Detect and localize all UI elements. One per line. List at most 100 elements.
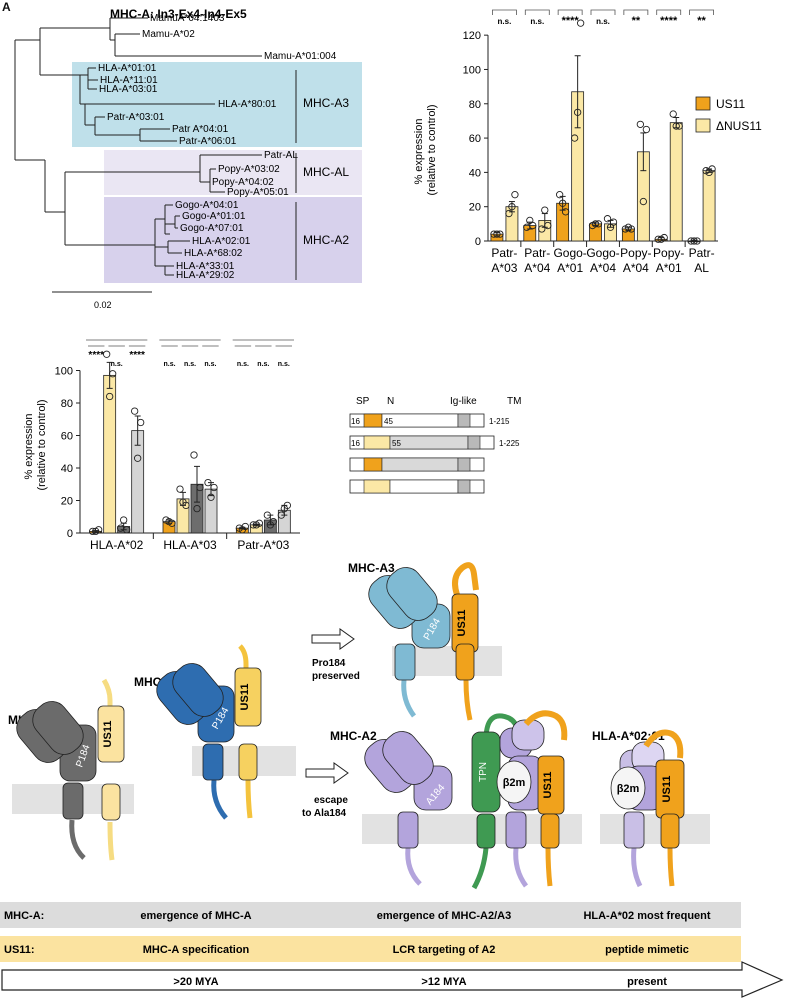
construct-position: 45 — [384, 417, 393, 426]
tree-leaf: HLA-A*02:01 — [192, 236, 251, 247]
bar — [669, 122, 683, 242]
timeline-row1-item: HLA-A*02 most frequent — [583, 910, 710, 922]
schematic: MHC-I P184 US11 MHC-A P184 US11 Pro184 p… — [8, 561, 710, 890]
phylogenetic-tree: MHC-A: In3-Ex4-In4-Ex5 — [14, 7, 362, 310]
y-tick-label: 20 — [61, 496, 73, 508]
y-tick-label: 0 — [475, 236, 481, 248]
category-label: Popy- — [653, 246, 684, 260]
construct-header-sp: SP — [356, 396, 370, 407]
significance-label: **** — [88, 350, 104, 361]
data-point — [624, 223, 633, 231]
clade-a2-box — [104, 197, 362, 283]
tree-leaf: Popy-A*05:01 — [227, 187, 289, 198]
construct-tm-domain — [457, 479, 471, 494]
chart2-ylabel-line2: (relative to control) — [36, 399, 48, 490]
significance-label: n.s. — [498, 17, 512, 26]
data-point — [508, 203, 516, 211]
tree-branches — [14, 17, 262, 276]
data-point — [669, 110, 677, 118]
data-point — [493, 230, 501, 238]
timeline-row1-item: emergence of MHC-A — [140, 910, 251, 922]
y-tick-label: 100 — [55, 366, 73, 378]
mhc-a2-molecule: A184 — [364, 731, 453, 886]
clade-label-a2: MHC-A2 — [303, 233, 349, 247]
mhc-a-molecule: P184 — [156, 663, 235, 820]
construct-header-ig: Ig-like — [450, 396, 477, 407]
data-point — [92, 527, 100, 536]
tree-leaf: HLA-A*03:01 — [99, 84, 158, 95]
data-point — [210, 483, 218, 492]
category-label: Patr- — [689, 246, 715, 260]
data-point — [657, 235, 665, 243]
us11-label: US11 — [456, 610, 468, 637]
construct-position: 16 — [351, 417, 360, 426]
construct-rows: hUS1116451-215cUS1116551-225h/cUS11c/hUS… — [349, 413, 520, 494]
chart1-legend: US11 ΔNUS11 — [695, 96, 762, 133]
significance-label: **** — [129, 350, 145, 361]
construct-header-tm: TM — [507, 396, 521, 407]
tree-leaf: Patr A*04:01 — [172, 124, 229, 135]
chart1-bars — [490, 19, 716, 245]
data-point — [690, 237, 698, 245]
clade-label-al: MHC-AL — [303, 165, 349, 179]
data-point — [544, 221, 552, 230]
y-tick-label: 0 — [67, 528, 73, 540]
data-point — [576, 19, 585, 27]
hla-a0201-complex: β2m US11 — [610, 729, 685, 888]
us11-mhc-a3: US11 — [451, 562, 479, 721]
arrow2-line1: escape — [314, 795, 348, 806]
mhc-a3-label: MHC-A3 — [348, 561, 395, 575]
timeline-row-mhc — [0, 902, 741, 928]
chart1-ylabel: % expression (relative to control) — [413, 104, 438, 195]
category-label: A*04 — [524, 261, 550, 275]
significance-bracket — [590, 9, 616, 15]
chart-2: % expression (relative to control) 02040… — [23, 339, 300, 552]
data-point — [280, 504, 288, 513]
bar — [103, 374, 117, 534]
construct-tm-domain — [457, 413, 471, 428]
construct-range: 1-215 — [489, 417, 510, 426]
significance-bracket — [557, 9, 583, 15]
legend-swatch-us11 — [695, 96, 711, 111]
tree-leaf: Popy-A*04:02 — [212, 177, 274, 188]
y-tick-label: 20 — [469, 202, 481, 214]
data-point — [131, 407, 139, 415]
timeline-arrow-label: >12 MYA — [421, 976, 466, 988]
data-point — [137, 418, 145, 427]
mhc-a2-label: MHC-A2 — [330, 729, 377, 743]
construct-ig-domain — [389, 479, 459, 494]
data-point — [277, 511, 285, 519]
tree-leaf: HLA-A*01:01 — [98, 63, 157, 74]
tree-leaf: HLA-A*80:01 — [218, 99, 277, 110]
data-point — [573, 108, 582, 116]
tree-leaf: Mamu-A*01:004 — [264, 51, 337, 62]
significance-label: ** — [632, 15, 641, 27]
data-point — [606, 223, 615, 231]
category-label: A*04 — [590, 261, 616, 275]
us11-label: US11 — [661, 776, 673, 803]
chart2-ylabel-line1: % expression — [23, 414, 35, 480]
significance-label: ** — [697, 15, 706, 27]
data-point — [123, 526, 131, 534]
data-point — [693, 237, 701, 245]
y-tick-label: 100 — [463, 64, 481, 76]
us11-label: US11 — [239, 684, 251, 711]
timeline-row2-item: MHC-A specification — [143, 944, 250, 956]
category-label: AL — [694, 261, 709, 275]
data-point — [541, 206, 549, 214]
tree-leaf: MamuA*04:1403 — [150, 13, 225, 24]
significance-label: **** — [660, 15, 678, 27]
bar — [702, 170, 716, 242]
timeline-row2-item: peptide mimetic — [605, 944, 689, 956]
category-label: Patr-A*03 — [237, 538, 289, 552]
category-label: HLA-A*02 — [90, 538, 144, 552]
category-label: Patr- — [491, 246, 517, 260]
timeline-row1-item: emergence of MHC-A2/A3 — [377, 910, 511, 922]
tree-leaf: Patr-A*03:01 — [107, 112, 165, 123]
significance-label: n.s. — [257, 361, 269, 368]
tree-leaf-labels: MamuA*04:1403 Mamu-A*02 Mamu-A*01:004 HL… — [98, 13, 337, 281]
construct-ig-domain — [389, 435, 469, 450]
data-point — [555, 191, 564, 199]
